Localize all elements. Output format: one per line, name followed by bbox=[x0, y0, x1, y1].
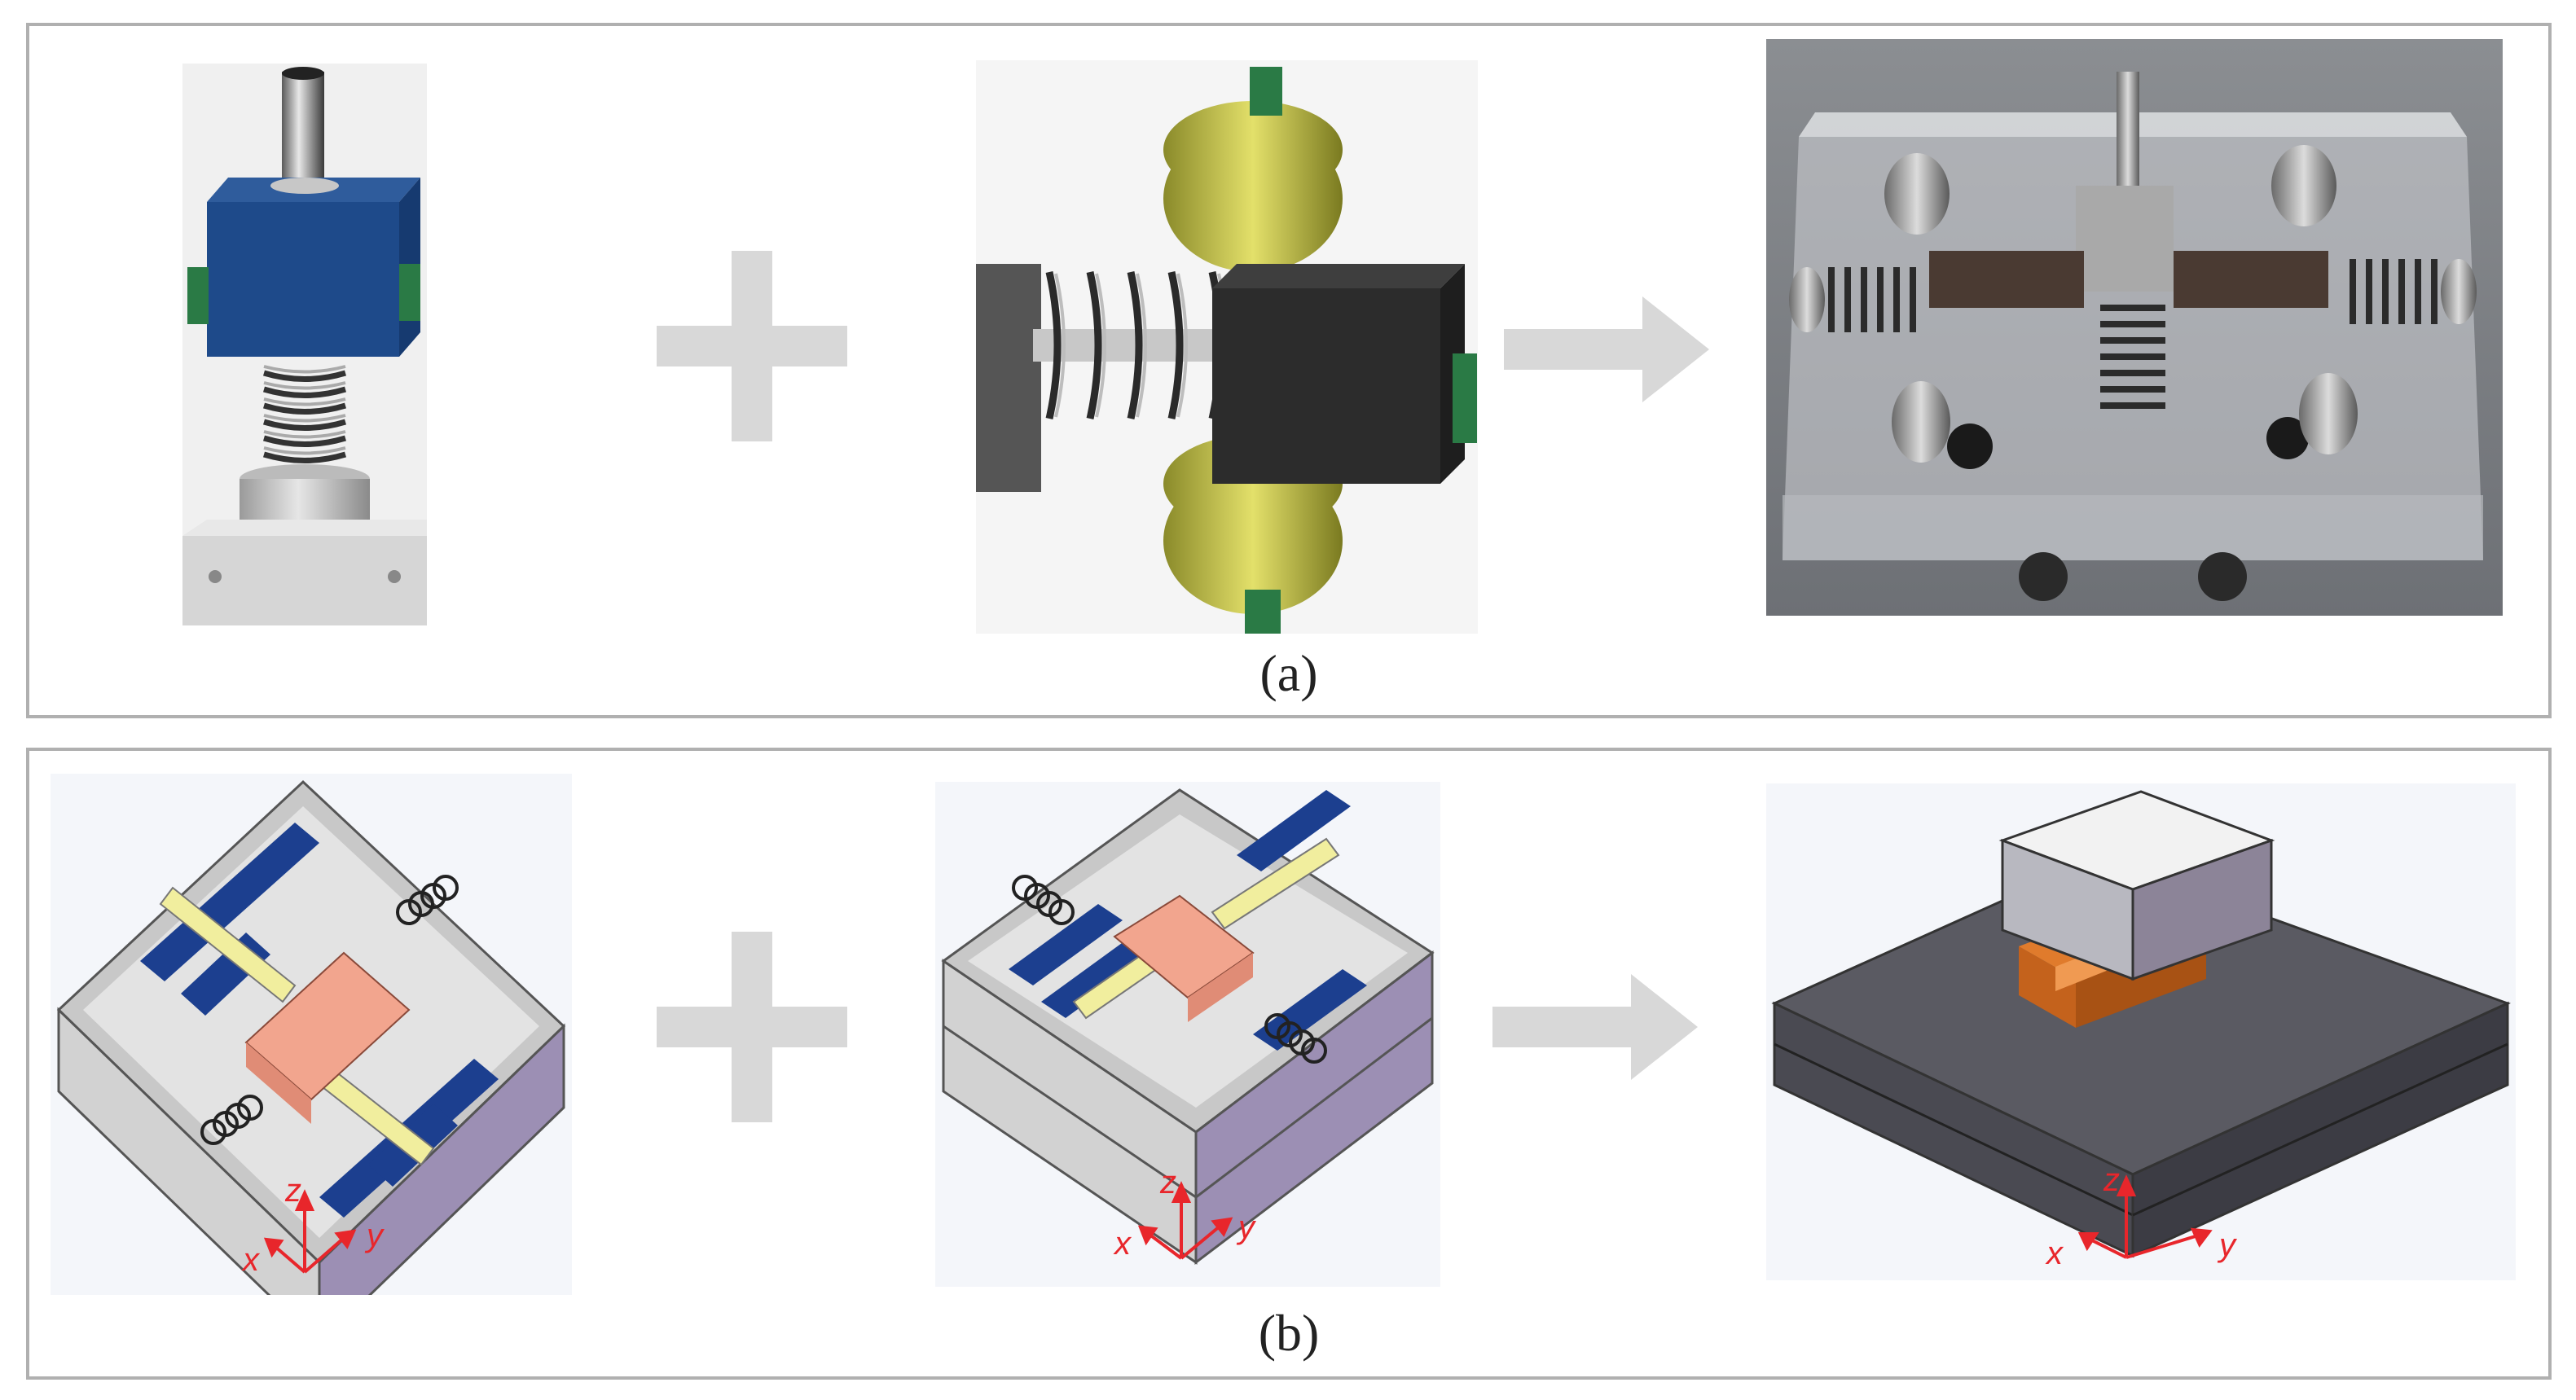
axis-y-3: y bbox=[2217, 1227, 2238, 1263]
axis-y-2: y bbox=[1236, 1209, 1257, 1245]
plus-operator-a bbox=[657, 251, 847, 441]
horizontal-isolator-render bbox=[976, 60, 1478, 634]
arrow-operator-b bbox=[1492, 974, 1698, 1080]
prototype-photo bbox=[1766, 39, 2503, 616]
assembled-isolator-cad: z x y bbox=[1766, 783, 2516, 1280]
axis-x-2: x bbox=[1113, 1226, 1132, 1262]
upper-layer-cad: z x y bbox=[935, 782, 1440, 1287]
axis-z-2: z bbox=[1159, 1165, 1176, 1200]
plus-operator-b bbox=[657, 932, 847, 1122]
vertical-isolator-render bbox=[182, 64, 427, 625]
axis-x-3: x bbox=[2045, 1235, 2064, 1271]
arrow-operator-a bbox=[1504, 296, 1709, 402]
axis-y-1: y bbox=[364, 1218, 385, 1253]
caption-b: (b) bbox=[1258, 1304, 1320, 1362]
axis-z-3: z bbox=[2103, 1162, 2120, 1198]
axis-x-1: x bbox=[241, 1242, 261, 1278]
caption-a: (a) bbox=[1259, 644, 1318, 702]
lower-layer-cad: z x y bbox=[51, 774, 572, 1295]
axis-z-1: z bbox=[284, 1173, 301, 1209]
